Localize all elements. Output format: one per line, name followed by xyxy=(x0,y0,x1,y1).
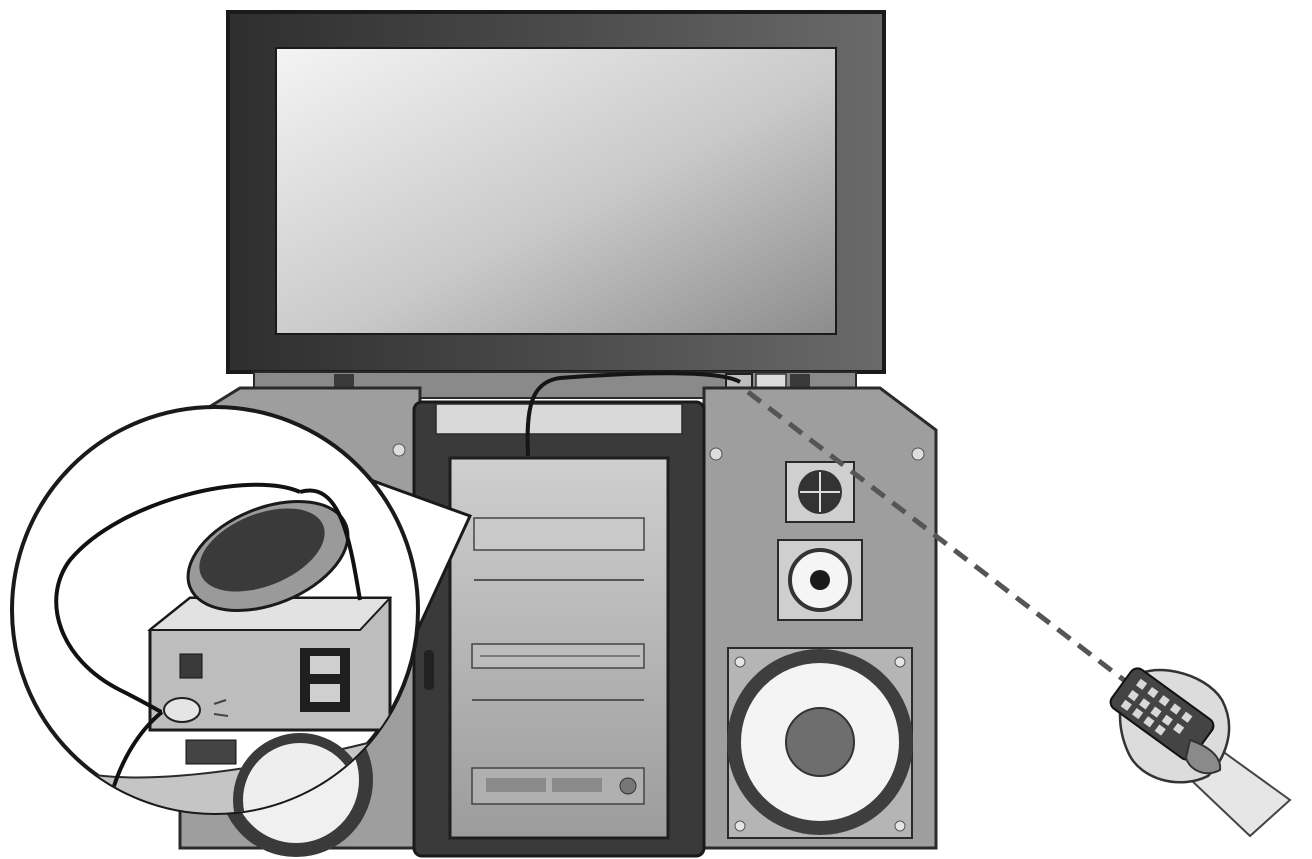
dust-cap-icon xyxy=(785,707,855,777)
cabinet-top xyxy=(435,403,683,435)
tv-screen xyxy=(275,47,837,335)
media-cabinet-icon xyxy=(412,400,706,858)
speaker-icon xyxy=(702,386,938,850)
screw-icon xyxy=(392,443,406,457)
cabinet-handle xyxy=(424,650,434,690)
remote-control-icon xyxy=(1109,667,1292,838)
ir-cable xyxy=(525,371,742,457)
device-shelf-1 xyxy=(473,517,645,551)
flat-screen-tv-icon xyxy=(226,10,886,399)
ir-beam xyxy=(746,390,1152,702)
ir-eye-icon xyxy=(163,697,201,723)
amp-button-icon xyxy=(179,653,203,679)
magnifier-callout-icon xyxy=(10,405,420,815)
